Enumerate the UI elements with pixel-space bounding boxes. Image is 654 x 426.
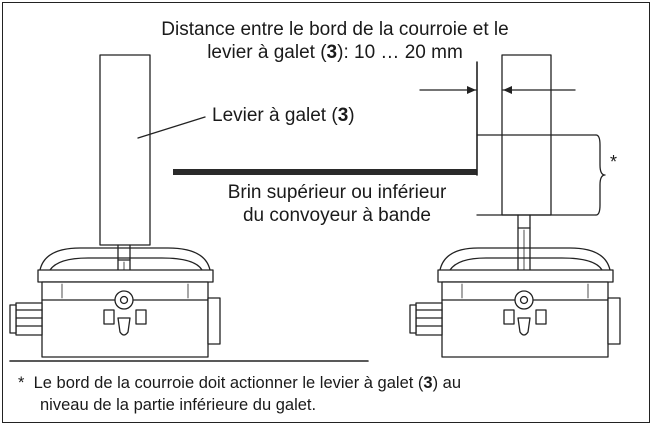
conveyor-belt-label: Brin supérieur ou inférieur du convoyeur… <box>227 182 447 226</box>
belt-brace <box>595 134 606 216</box>
lever-leader-line <box>137 116 206 139</box>
conveyor-belt <box>173 169 477 175</box>
diagram-frame <box>2 2 650 423</box>
footnote: * Le bord de la courroie doit actionner … <box>18 374 462 414</box>
left-switch-housing <box>9 247 221 358</box>
roller-lever-label: Levier à galet (3) <box>212 105 355 126</box>
left-roller-lever <box>99 54 151 311</box>
belt-side-view <box>476 61 597 216</box>
asterisk-marker: * <box>610 152 618 172</box>
right-switch-housing <box>409 247 621 358</box>
distance-caption: Distance entre le bord de la courroie et… <box>161 19 509 63</box>
